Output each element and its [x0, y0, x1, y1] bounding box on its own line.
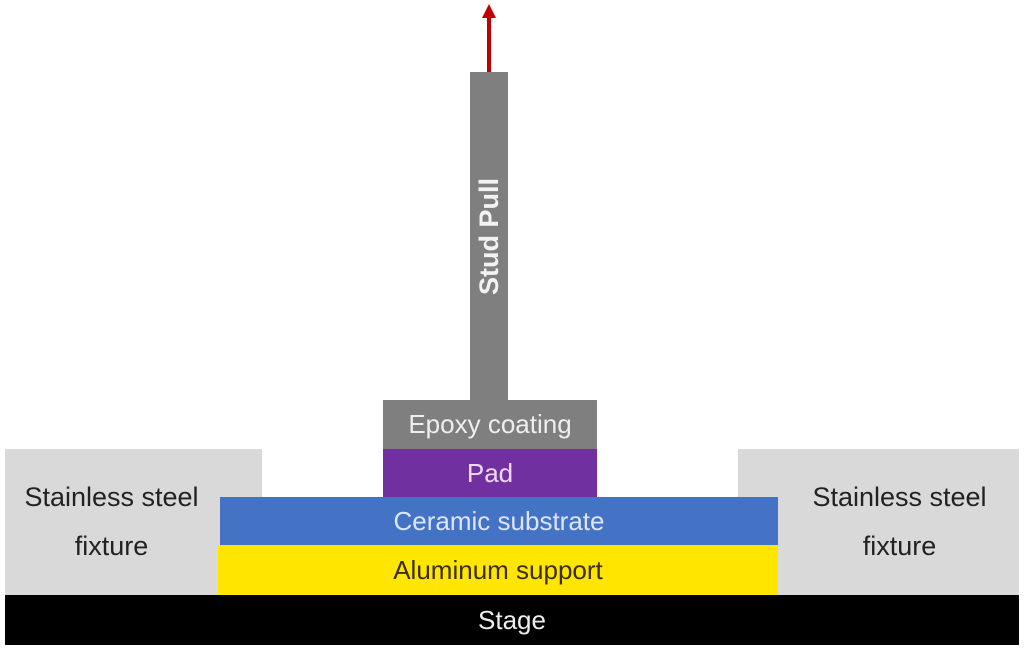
stud-pull: Stud Pull [470, 72, 508, 400]
ceramic-substrate-layer: Ceramic substrate [220, 497, 778, 545]
pad-layer: Pad [383, 449, 597, 497]
stage-layer: Stage [5, 595, 1019, 645]
epoxy-coating-layer: Epoxy coating [383, 400, 597, 449]
stainless-fixture-right: Stainless steel fixture [738, 449, 1019, 595]
pull-arrow-icon [482, 4, 496, 76]
aluminum-support-layer: Aluminum support [218, 545, 778, 595]
stud-pull-label: Stud Pull [473, 177, 504, 295]
